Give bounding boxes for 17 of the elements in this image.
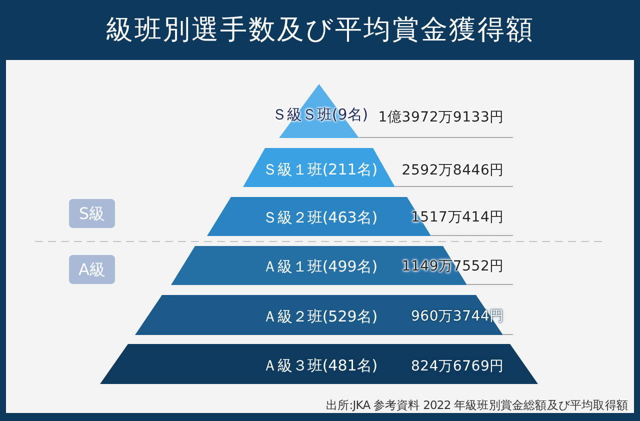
- rank-label: Ａ級１班(499名): [262, 258, 378, 276]
- pyramid-band: [243, 148, 395, 187]
- prize-amount: 960万3744円: [410, 308, 504, 326]
- rank-label: Ｓ級２班(463名): [262, 208, 378, 228]
- level-badge: S級: [69, 199, 115, 228]
- pyramid-band: [100, 344, 538, 384]
- rank-label: Ｓ級１班(211名): [262, 160, 378, 180]
- level-badge: A級: [69, 255, 115, 284]
- rank-label: Ａ級２班(529名): [262, 308, 378, 326]
- source-note: 出所:JKA 参考資料 2022 年級班別賞金総額及び平均取得額: [326, 398, 628, 412]
- title: 級班別選手数及び平均賞金獲得額: [106, 14, 534, 46]
- pyramid-band: [135, 295, 503, 335]
- prize-amount: 1149万7552円: [402, 258, 504, 276]
- prize-amount: 824万6769円: [410, 358, 504, 376]
- rank-label: Ａ級３班(481名): [262, 356, 378, 376]
- prize-amount: 2592万8446円: [402, 162, 504, 180]
- prize-amount: 1億3972万9133円: [378, 110, 504, 126]
